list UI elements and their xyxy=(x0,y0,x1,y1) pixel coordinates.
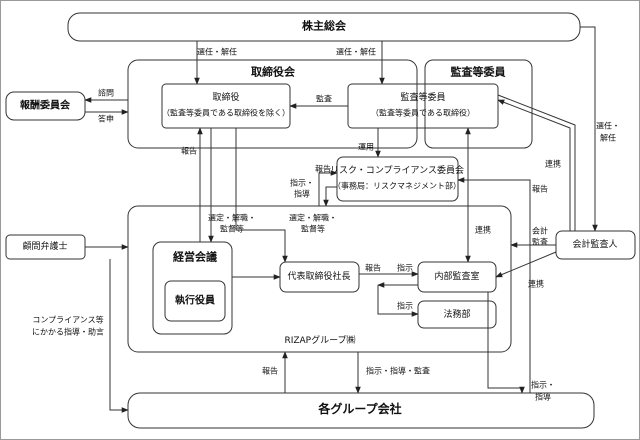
edge-advisor-companies xyxy=(109,259,129,413)
risk-committee-note: （事務局：リスクマネジメント部） xyxy=(333,181,461,191)
representative-title: 代表取締役社長 xyxy=(287,271,351,282)
edge-report-right xyxy=(457,177,531,393)
label-select-mgmt-a: 選定・解職・ xyxy=(208,213,256,223)
advisor-title: 顧問弁護士 xyxy=(22,241,68,252)
shareholders-title: 株主総会 xyxy=(302,19,346,33)
edge-instruct-risk xyxy=(323,186,337,207)
label-report-group: 報告 xyxy=(262,366,278,376)
group-companies-title: 各グループ会社 xyxy=(318,402,402,417)
label-operation: 運用 xyxy=(358,142,374,152)
accounting-auditor-title: 会計監査人 xyxy=(572,239,618,250)
directors-note: （監査等委員である取締役を除く） xyxy=(162,108,290,118)
edge-rep-legal xyxy=(377,285,419,317)
remuneration-title: 報酬委員会 xyxy=(20,100,70,112)
label-select-rep-b: 監督等 xyxy=(301,224,325,234)
edge-elect-auditor xyxy=(580,26,598,232)
directors-title: 取締役 xyxy=(212,92,240,103)
internal-audit-title: 内部監査室 xyxy=(434,271,480,282)
edge-report-risk xyxy=(318,170,338,206)
audit-committee-title: 監査等委員 xyxy=(450,65,506,79)
edge-internal-companies xyxy=(487,292,525,394)
label-consult: 諮問 xyxy=(98,88,114,98)
legal-dept-title: 法務部 xyxy=(443,309,471,320)
audit-members-box xyxy=(347,83,499,129)
group-name: RIZAPグループ㈱ xyxy=(284,335,356,346)
label-select-mgmt-b: 監督等 xyxy=(220,224,244,234)
risk-committee-title: リスク・コンプライアンス委員会 xyxy=(329,165,465,176)
edge-coord-internal-auditor xyxy=(495,251,557,278)
label-instruct-risk-a: 指示・ xyxy=(290,178,314,188)
audit-members-title: 監査等委員 xyxy=(400,92,446,103)
label-elect-auditor-b: 解任 xyxy=(600,133,616,143)
label-coord-internal-auditor: 連携 xyxy=(528,279,544,289)
label-coord-auditor: 連携 xyxy=(545,159,561,169)
audit-members-note: （監査等委員である取締役） xyxy=(371,108,475,118)
board-container xyxy=(127,59,418,149)
label-elect-directors: 選任・解任 xyxy=(197,47,237,57)
risk-committee-box xyxy=(336,156,459,202)
label-report-right: 報告 xyxy=(532,184,548,194)
label-instruct-group2-a: 指示・ xyxy=(531,380,555,390)
label-select-rep-a: 選定・解職・ xyxy=(289,213,337,223)
label-report-risk: 報告 xyxy=(315,164,331,174)
board-title: 取締役会 xyxy=(251,65,295,79)
label-elect-auditor-a: 選任・ xyxy=(596,121,620,131)
label-report-back: 答申 xyxy=(98,114,114,124)
executive-officers-box xyxy=(164,280,226,322)
label-instruct-group: 指示・指導・監査 xyxy=(366,366,430,376)
label-instruct-internal: 指示 xyxy=(397,263,413,273)
label-elect-audit: 選任・解任 xyxy=(336,47,376,57)
remuneration-box xyxy=(5,91,86,121)
edge-select-rep xyxy=(235,128,288,263)
label-coord-internal: 連携 xyxy=(475,225,491,235)
management-meeting-title: 経営会議 xyxy=(173,250,217,264)
label-instruct-legal: 指示 xyxy=(397,301,413,311)
label-audit: 監査 xyxy=(316,94,332,104)
label-instruct-group2-b: 指導 xyxy=(535,392,551,402)
edge-coord-auditor-2 xyxy=(497,99,571,231)
directors-box xyxy=(161,83,291,129)
audit-committee-container xyxy=(424,59,533,149)
label-compliance-b: にかかる指導・助言 xyxy=(32,327,104,337)
label-compliance-a: コンプライアンス等 xyxy=(32,315,104,325)
management-meeting-box xyxy=(152,241,233,335)
label-accounting-audit-a: 会計 xyxy=(532,226,548,236)
label-report-board: 報告 xyxy=(181,146,197,156)
label-instruct-risk-b: 指導 xyxy=(294,189,310,199)
label-report-rep: 報告 xyxy=(365,263,381,273)
label-accounting-audit-b: 監査 xyxy=(532,237,548,247)
edge-coord-auditor xyxy=(497,94,576,231)
executive-officers-title: 執行役員 xyxy=(175,295,215,307)
